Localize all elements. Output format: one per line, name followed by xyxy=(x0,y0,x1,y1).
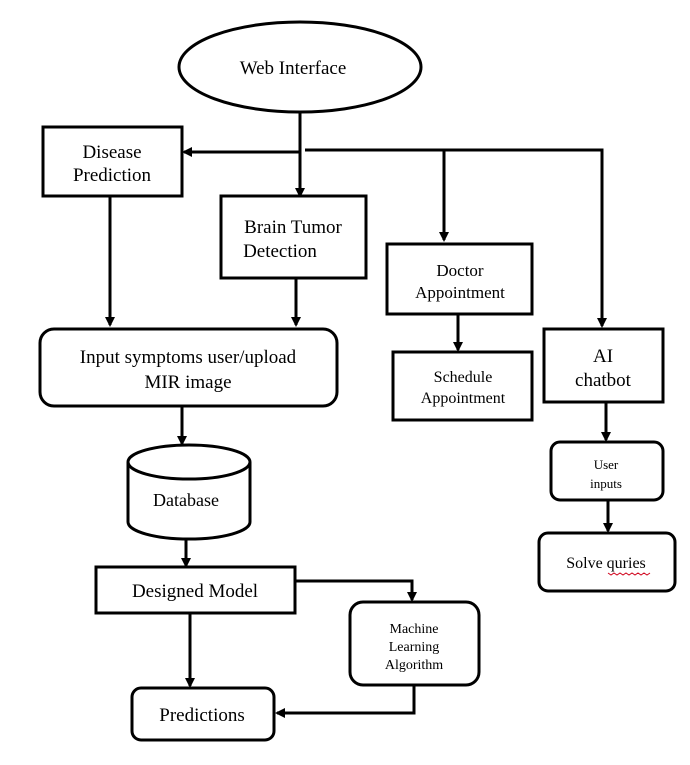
svg-text:Prediction: Prediction xyxy=(73,165,152,186)
brain-tumor-label-line2: Detection xyxy=(243,241,317,262)
connectors xyxy=(105,112,613,718)
svg-text:Machine: Machine xyxy=(390,622,439,637)
edge-designed-model-to-ml-algorithm xyxy=(296,579,417,602)
web-interface-label: Web Interface xyxy=(240,58,347,79)
edge-web-to-disease-prediction xyxy=(182,112,302,157)
node-database: Database xyxy=(126,443,252,541)
svg-text:inputs: inputs xyxy=(590,476,622,491)
disease-prediction-label-line2: Prediction xyxy=(73,165,152,186)
node-ml-algorithm: Machine Learning Algorithm xyxy=(348,600,481,687)
svg-text:chatbot: chatbot xyxy=(575,370,632,391)
node-disease-prediction: Disease Prediction xyxy=(41,125,184,198)
schedule-appointment-label-line2: Appointment xyxy=(421,390,506,407)
edge-ml-algorithm-to-predictions xyxy=(275,685,416,718)
svg-text:Algorithm: Algorithm xyxy=(385,658,443,673)
database-label: Database xyxy=(153,490,219,510)
node-schedule-appointment: Schedule Appointment xyxy=(391,350,534,422)
svg-text:Solve quries: Solve quries xyxy=(566,555,646,572)
svg-text:Appointment: Appointment xyxy=(421,390,506,407)
node-web-interface: Web Interface xyxy=(177,20,423,114)
schedule-appointment-label-line1: Schedule xyxy=(434,369,493,386)
svg-text:Disease: Disease xyxy=(82,142,141,163)
doctor-appointment-label-line1: Doctor xyxy=(436,261,484,280)
user-inputs-label-line2: inputs xyxy=(590,476,622,491)
node-brain-tumor-detection: Brain Tumor Detection xyxy=(219,194,368,280)
input-symptoms-label-line1: Input symptoms user/upload xyxy=(80,347,297,368)
svg-text:Database: Database xyxy=(153,490,219,510)
svg-text:Designed Model: Designed Model xyxy=(132,581,258,602)
svg-text:Brain Tumor: Brain Tumor xyxy=(244,217,342,238)
ml-algorithm-label-line3: Algorithm xyxy=(385,658,443,673)
svg-text:Predictions: Predictions xyxy=(159,705,245,726)
svg-text:AI: AI xyxy=(593,346,613,367)
node-solve-quries: Solve quries xyxy=(537,531,677,593)
svg-text:Web Interface: Web Interface xyxy=(240,58,347,79)
ai-chatbot-label-line2: chatbot xyxy=(575,370,632,391)
ai-chatbot-label-line1: AI xyxy=(593,346,613,367)
svg-text:Schedule: Schedule xyxy=(434,369,493,386)
edge-web-to-ai-chatbot xyxy=(444,148,607,328)
node-user-inputs: User inputs xyxy=(549,440,665,502)
svg-text:Detection: Detection xyxy=(243,241,317,262)
spellcheck-squiggle xyxy=(607,572,651,576)
svg-text:Input symptoms user/upload: Input symptoms user/upload xyxy=(80,347,297,368)
svg-text:Doctor: Doctor xyxy=(436,261,484,280)
disease-prediction-label-line1: Disease xyxy=(82,142,141,163)
svg-text:MIR image: MIR image xyxy=(144,372,231,393)
ml-algorithm-label-line2: Learning xyxy=(389,640,440,655)
ml-algorithm-label-line1: Machine xyxy=(390,622,439,637)
node-ai-chatbot: AI chatbot xyxy=(542,327,665,404)
node-input-symptoms: Input symptoms user/upload MIR image xyxy=(38,327,339,408)
node-doctor-appointment: Doctor Appointment xyxy=(385,242,534,316)
doctor-appointment-label-line2: Appointment xyxy=(415,283,505,302)
node-predictions: Predictions xyxy=(130,686,276,742)
designed-model-label: Designed Model xyxy=(132,581,258,602)
svg-text:Learning: Learning xyxy=(389,640,440,655)
svg-text:User: User xyxy=(594,457,619,472)
node-designed-model: Designed Model xyxy=(94,565,297,615)
solve-quries-label: Solve quries xyxy=(566,555,646,572)
svg-text:Appointment: Appointment xyxy=(415,283,505,302)
input-symptoms-label-line2: MIR image xyxy=(144,372,231,393)
brain-tumor-label-line1: Brain Tumor xyxy=(244,217,342,238)
user-inputs-label-line1: User xyxy=(594,457,619,472)
predictions-label: Predictions xyxy=(159,705,245,726)
